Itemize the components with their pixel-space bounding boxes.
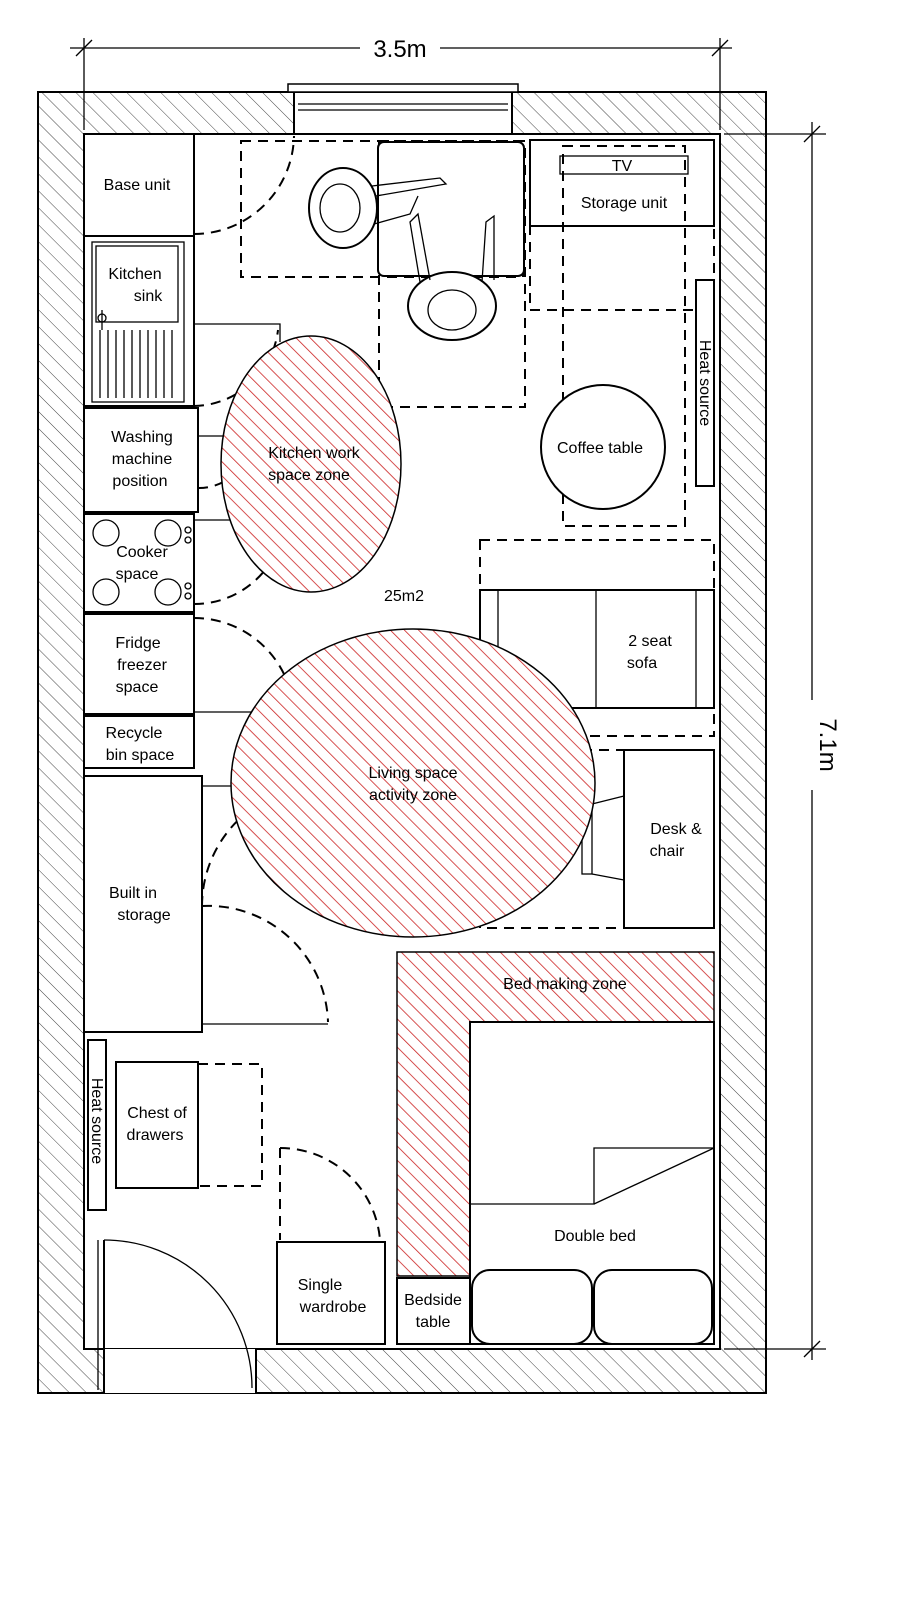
double-bed: Double bed Bedside table — [396, 1021, 715, 1345]
bedroom-storage: Heat source Chest of drawers Single ward… — [87, 1039, 386, 1345]
bedside-label-2: table — [416, 1314, 451, 1331]
living-zone-label-1: Living space — [369, 765, 458, 782]
kitchen-zone-label-1: Kitchen work — [268, 445, 361, 462]
kitchen-run: Base unit Kitchen sink Washing machine p… — [83, 133, 203, 1033]
width-dimension: 3.5m — [70, 36, 732, 130]
kitchen-zone-label-2: space zone — [268, 467, 350, 484]
chair-bottom — [407, 212, 497, 341]
sofa-label-1: 2 seat — [628, 633, 672, 650]
length-dimension: 7.1m — [724, 122, 841, 1360]
dining-area — [240, 140, 526, 408]
chest-label-1: Chest of — [127, 1105, 187, 1122]
washing-machine-label-2: machine — [112, 451, 173, 468]
drainer-grooves — [99, 330, 173, 398]
fridge-label-2: freezer — [117, 657, 167, 674]
desk: Desk & chair — [479, 749, 715, 929]
desk-label-1: Desk & — [650, 821, 702, 838]
double-bed-label: Double bed — [554, 1228, 636, 1245]
activity-zones — [220, 335, 715, 1277]
heat-source-left-label: Heat source — [88, 1078, 105, 1164]
storage-unit: TV Storage unit Heat source Coffee table — [529, 139, 715, 527]
chest-label-2: drawers — [127, 1127, 184, 1144]
living-zone-label-2: activity zone — [369, 787, 457, 804]
fridge-label-1: Fridge — [115, 635, 160, 652]
recycle-label-2: bin space — [106, 747, 175, 764]
washing-machine-label-1: Washing — [111, 429, 173, 446]
storage-label-1: Built in — [109, 885, 157, 902]
width-label: 3.5m — [373, 36, 426, 63]
tv-label: TV — [612, 158, 633, 175]
chair-left — [308, 167, 448, 249]
storage-unit-label: Storage unit — [581, 195, 668, 212]
washing-machine-label-3: position — [112, 473, 167, 490]
base-unit-label: Base unit — [104, 177, 171, 194]
length-label: 7.1m — [814, 718, 841, 771]
sofa-label-2: sofa — [627, 655, 657, 672]
cooker-label-1: Cooker — [116, 544, 168, 561]
bed-zone-label: Bed making zone — [503, 976, 627, 993]
wardrobe-label-1: Single — [298, 1277, 343, 1294]
kitchen-sink-label-1: Kitchen — [108, 266, 161, 283]
living-activity-zone — [230, 628, 596, 938]
coffee-table-label: Coffee table — [557, 440, 643, 457]
fridge-label-3: space — [116, 679, 159, 696]
recycle-label-1: Recycle — [106, 725, 163, 742]
bedside-label-1: Bedside — [404, 1292, 462, 1309]
wardrobe-label-2: wardrobe — [299, 1299, 367, 1316]
desk-label-2: chair — [650, 843, 685, 860]
storage-label-2: storage — [117, 907, 170, 924]
kitchen-work-zone — [220, 335, 402, 593]
sofa: 2 seat sofa — [479, 539, 715, 737]
cooker-label-2: space — [116, 566, 159, 583]
area-label: 25m2 — [384, 588, 424, 605]
heat-source-right-label: Heat source — [696, 340, 713, 426]
entrance-door — [103, 1239, 253, 1390]
kitchen-sink-label-2: sink — [134, 288, 163, 305]
